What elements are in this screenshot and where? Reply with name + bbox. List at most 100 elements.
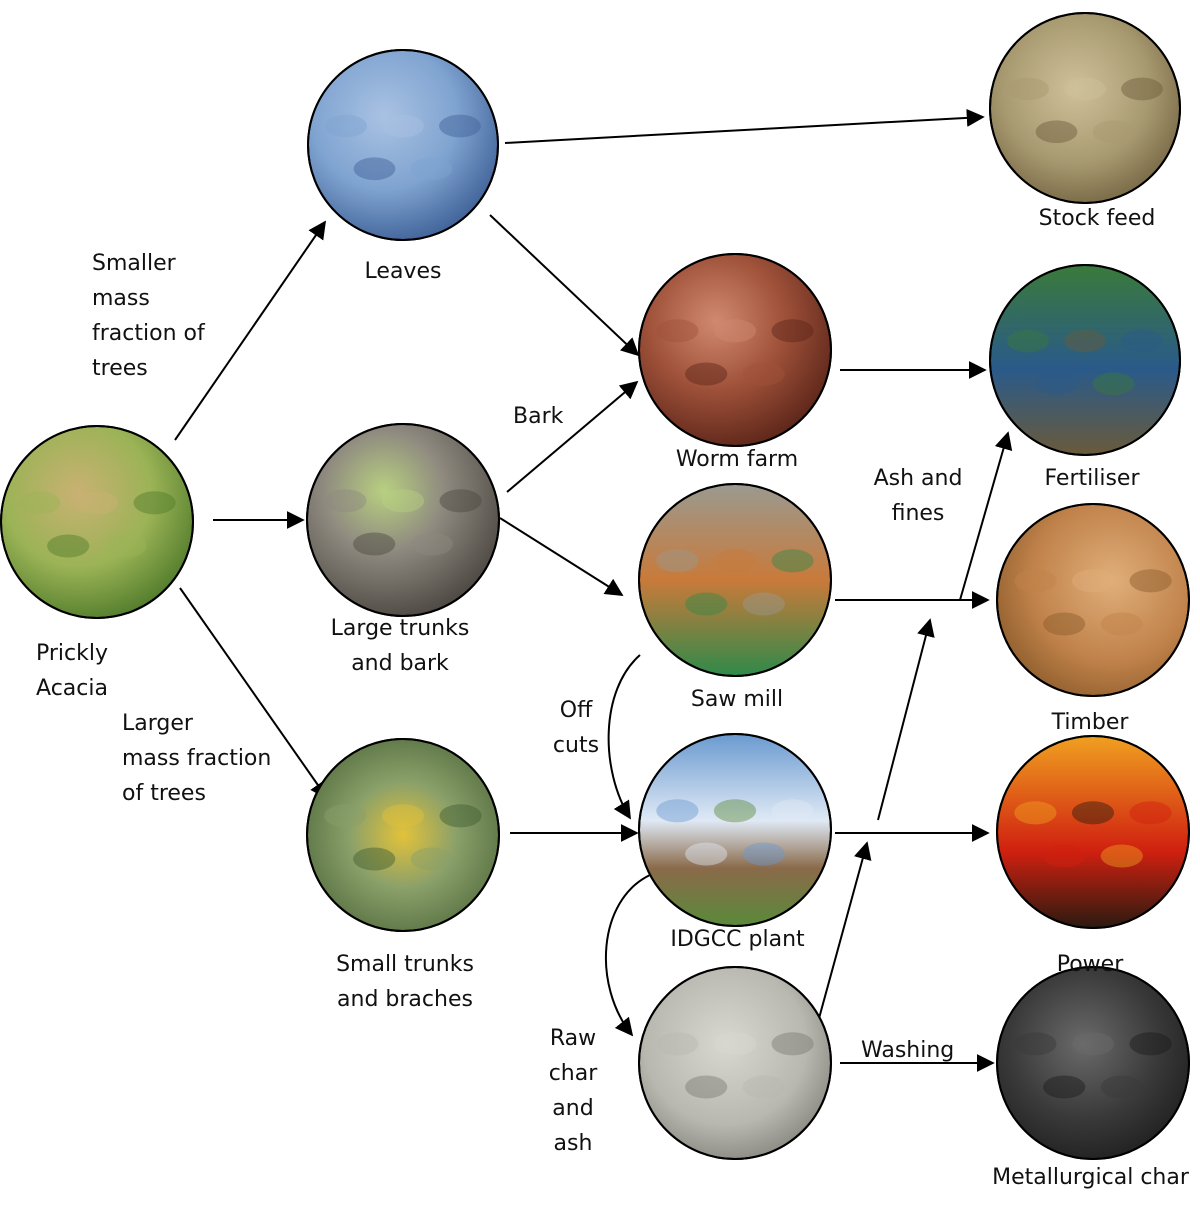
node-outline	[989, 12, 1181, 204]
label-timber: Timber	[1051, 710, 1129, 735]
node-texture	[1071, 801, 1115, 825]
node-texture	[1043, 844, 1086, 868]
label-leaves: Leaves	[364, 259, 442, 284]
node-outline	[638, 966, 832, 1160]
node-texture	[1064, 329, 1106, 353]
node-outline	[996, 503, 1190, 697]
node-texture	[439, 114, 481, 138]
label-large-trunks: Large trunks and bark	[330, 616, 470, 676]
arrow-ash-to-fertiliser	[959, 431, 1013, 601]
node-texture	[325, 114, 367, 138]
node-texture	[1043, 1075, 1086, 1099]
node-texture	[410, 532, 453, 556]
label-small-trunks: Small trunks and braches	[336, 952, 474, 1012]
node-texture	[381, 804, 425, 828]
arrow-acacia-to-leaves	[174, 220, 327, 441]
label-saw-mill: Saw mill	[690, 687, 784, 712]
node-texture	[685, 592, 728, 616]
label-stock-feed: Stock feed	[1038, 206, 1156, 231]
node-texture	[410, 847, 453, 871]
node-texture	[1071, 569, 1115, 593]
edge-label-off-cuts: Off cuts	[552, 698, 600, 758]
node-texture	[656, 549, 699, 573]
node-texture	[75, 491, 119, 515]
node-texture	[324, 804, 367, 828]
node-texture	[685, 1075, 728, 1099]
node-texture	[656, 799, 699, 823]
label-idgcc-plant: IDGCC plant	[670, 927, 805, 952]
node-texture	[353, 532, 396, 556]
node-texture	[324, 489, 367, 513]
node-texture	[1129, 569, 1172, 593]
node-texture	[1035, 120, 1078, 144]
node-texture	[1092, 120, 1135, 144]
node-texture	[1100, 844, 1143, 868]
node-outline	[306, 738, 500, 932]
edge-label-larger-fraction: Larger mass fraction of trees	[122, 711, 272, 806]
node-texture	[18, 491, 61, 515]
node-outline	[638, 483, 832, 677]
node-texture	[1092, 372, 1135, 396]
node-texture	[1129, 801, 1172, 825]
label-fertiliser: Fertiliser	[1044, 466, 1140, 491]
label-metallurgical-char: Metallurgical char	[992, 1165, 1189, 1190]
node-outline	[638, 733, 832, 927]
node-texture	[656, 1032, 699, 1056]
node-texture	[742, 1075, 785, 1099]
edge-label-raw-char-ash: Raw char and ash	[548, 1026, 598, 1156]
node-texture	[713, 319, 757, 343]
node-texture	[1071, 1032, 1115, 1056]
node-texture	[381, 489, 425, 513]
node-texture	[1121, 329, 1163, 353]
node-outline	[307, 49, 499, 241]
node-texture	[353, 157, 396, 181]
arrow-trunks-to-worm-farm	[506, 380, 639, 493]
node-texture	[713, 799, 757, 823]
node-texture	[104, 534, 147, 558]
arrow-saw-mill-to-idgcc-offcuts	[607, 654, 641, 820]
node-texture	[685, 842, 728, 866]
arrow-trunks-to-saw-mill	[499, 517, 624, 596]
node-texture	[410, 157, 453, 181]
arrow-raw-char-to-power	[817, 841, 872, 1023]
node-texture	[1100, 612, 1143, 636]
node-texture	[1014, 1032, 1057, 1056]
node-texture	[771, 319, 814, 343]
node-texture	[1014, 569, 1057, 593]
node-texture	[1014, 801, 1057, 825]
node-texture	[1100, 1075, 1143, 1099]
node-outline	[996, 735, 1190, 929]
node-texture	[1035, 372, 1078, 396]
edge-label-smaller-fraction: Smaller mass fraction of trees	[92, 251, 205, 381]
node-outline	[0, 425, 194, 619]
arrow-idgcc-to-timber-branch	[877, 618, 935, 821]
node-texture	[742, 842, 785, 866]
node-texture	[47, 534, 90, 558]
node-texture	[133, 491, 176, 515]
node-texture	[1121, 77, 1163, 101]
label-power: Power	[1056, 952, 1124, 977]
node-texture	[656, 319, 699, 343]
node-texture	[771, 799, 814, 823]
node-texture	[353, 847, 396, 871]
arrow-idgcc-to-raw-char	[605, 874, 651, 1037]
edge-label-bark: Bark	[513, 404, 564, 429]
node-texture	[1043, 612, 1086, 636]
node-texture	[1007, 77, 1049, 101]
edge-label-washing: Washing	[861, 1038, 955, 1063]
node-outline	[996, 966, 1190, 1160]
node-texture	[439, 804, 482, 828]
node-texture	[439, 489, 482, 513]
node-texture	[685, 362, 728, 386]
node-texture	[713, 1032, 757, 1056]
node-texture	[1129, 1032, 1172, 1056]
node-texture	[742, 362, 785, 386]
node-outline	[306, 423, 500, 617]
node-texture	[771, 549, 814, 573]
label-prickly-acacia: Prickly Acacia	[35, 641, 108, 701]
edge-label-ash-fines: Ash and fines	[873, 466, 963, 526]
label-worm-farm: Worm farm	[675, 447, 799, 472]
node-texture	[771, 1032, 814, 1056]
node-texture	[742, 592, 785, 616]
